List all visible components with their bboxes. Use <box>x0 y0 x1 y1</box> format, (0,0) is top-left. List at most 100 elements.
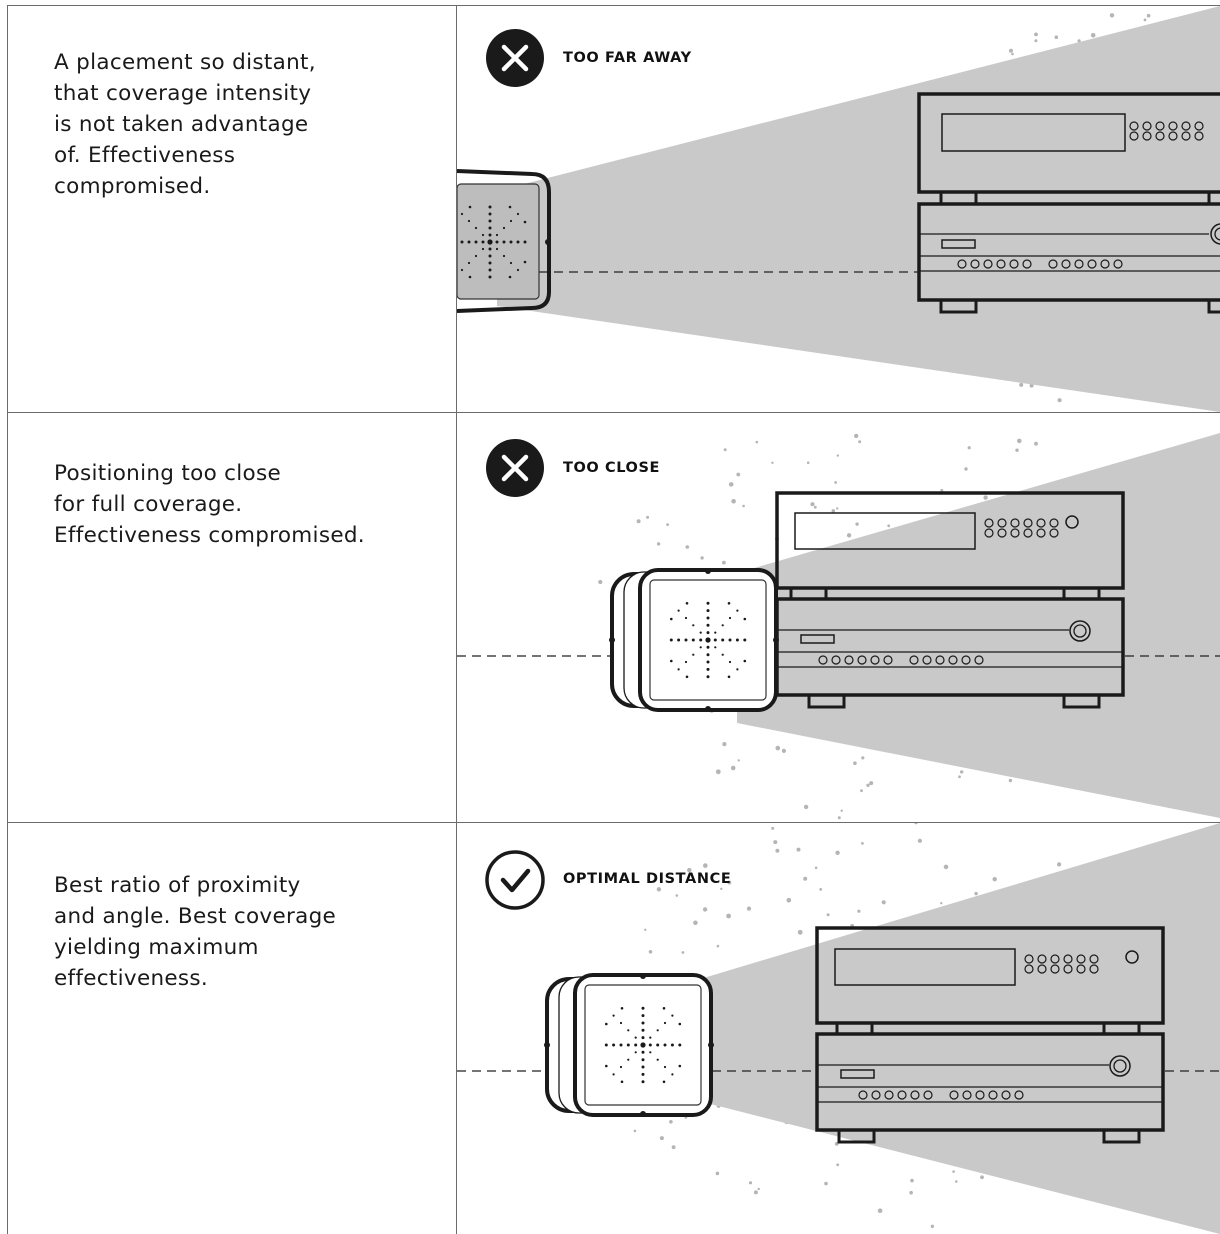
pattern-dot <box>508 205 512 209</box>
pattern-dot <box>656 1058 659 1061</box>
knob <box>1076 964 1086 974</box>
pattern-dot <box>706 609 710 613</box>
scatter-dot <box>955 1180 958 1183</box>
scatter-dot <box>666 523 669 526</box>
pattern-dot <box>627 1058 630 1061</box>
scatter-dot <box>1008 778 1013 783</box>
pattern-dot <box>706 653 710 657</box>
pattern-dot <box>620 1080 624 1084</box>
scatter-dot <box>796 847 801 852</box>
scatter-dot <box>773 840 778 845</box>
coverage-beam <box>497 6 1220 412</box>
pattern-dot <box>743 659 747 663</box>
button-knob <box>948 655 958 665</box>
pattern-dot <box>721 624 724 627</box>
knob <box>1024 964 1034 974</box>
pattern-dot <box>467 219 471 223</box>
scatter-dot <box>755 440 759 444</box>
scatter-dot <box>803 804 809 810</box>
scatter-dot <box>853 761 857 765</box>
scatter-dot <box>659 1136 664 1141</box>
column-divider <box>456 5 457 1234</box>
button-knob <box>996 259 1006 269</box>
pattern-dot <box>641 1014 645 1018</box>
coverage-beam <box>737 433 1220 818</box>
pattern-dot <box>619 1043 623 1047</box>
knob <box>1010 518 1020 528</box>
pattern-dot <box>481 247 485 251</box>
button-knob <box>1048 259 1058 269</box>
knob <box>1168 121 1178 131</box>
button-knob <box>1074 259 1084 269</box>
pattern-dot <box>641 1065 645 1069</box>
pattern-dot <box>488 212 492 216</box>
pattern-dot <box>736 609 739 612</box>
pattern-dot <box>634 1051 637 1054</box>
pattern-dot <box>714 631 717 634</box>
scanner-device <box>544 973 714 1117</box>
pattern-dot <box>699 638 703 642</box>
pattern-dot <box>634 1036 637 1039</box>
scatter-dot <box>1077 39 1081 43</box>
button-knob <box>1113 259 1123 269</box>
pattern-dot <box>605 1064 608 1068</box>
scatter-dot <box>858 440 862 444</box>
scatter-dot <box>967 446 971 450</box>
button-knob <box>857 655 867 665</box>
scatter-dot <box>831 509 836 513</box>
scatter-dot <box>861 756 865 760</box>
scatter-dot <box>728 482 734 487</box>
pattern-dot <box>706 623 710 627</box>
button-knob <box>1001 1090 1011 1100</box>
scatter-dot <box>940 902 943 905</box>
pattern-dot <box>706 667 710 671</box>
knob <box>1089 954 1099 964</box>
pattern-dot <box>641 1036 645 1040</box>
scatter-dot <box>806 461 810 464</box>
scatter-dot <box>1034 441 1038 446</box>
left-border <box>7 5 8 1234</box>
scatter-dot <box>958 775 961 779</box>
knob <box>1168 131 1178 141</box>
scatter-dot <box>720 887 723 890</box>
scatter-dot <box>669 1120 673 1124</box>
scatter-dot <box>846 533 852 538</box>
button-knob <box>897 1090 907 1100</box>
scatter-dot <box>943 864 949 870</box>
scatter-dot <box>726 913 731 919</box>
pattern-dot <box>487 239 493 245</box>
pattern-dot <box>656 1029 659 1032</box>
scatter-dot <box>1029 383 1034 388</box>
scatter-dot <box>715 1171 720 1176</box>
pattern-dot <box>736 668 739 671</box>
scatter-dot <box>727 880 732 885</box>
scatter-dot <box>810 502 815 507</box>
scatter-dot <box>917 838 922 843</box>
button-knob <box>975 1090 985 1100</box>
panel-3-description: Best ratio of proximity and angle. Best … <box>54 873 337 991</box>
button-knob <box>922 655 932 665</box>
knob <box>1142 121 1152 131</box>
pattern-dot <box>677 638 681 642</box>
knob <box>1129 121 1139 131</box>
pattern-dot <box>516 212 520 216</box>
pattern-dot <box>619 1065 623 1069</box>
scatter-dot <box>909 1190 913 1195</box>
pattern-dot <box>516 240 520 244</box>
pattern-dot <box>735 638 739 642</box>
button-knob <box>1022 259 1032 269</box>
knob <box>1037 954 1047 964</box>
scatter-dot <box>1146 13 1151 18</box>
knob <box>1010 528 1020 538</box>
pattern-dot <box>502 240 506 244</box>
scatter-dot <box>974 891 978 896</box>
pattern-dot <box>641 1006 645 1010</box>
scatter-dot <box>648 950 653 954</box>
knob <box>984 528 994 538</box>
pattern-dot <box>468 205 472 209</box>
button-knob <box>962 1090 972 1100</box>
button-knob <box>818 655 828 665</box>
knob <box>1023 518 1033 528</box>
pattern-dot <box>662 1080 666 1084</box>
pattern-dot <box>508 275 512 279</box>
